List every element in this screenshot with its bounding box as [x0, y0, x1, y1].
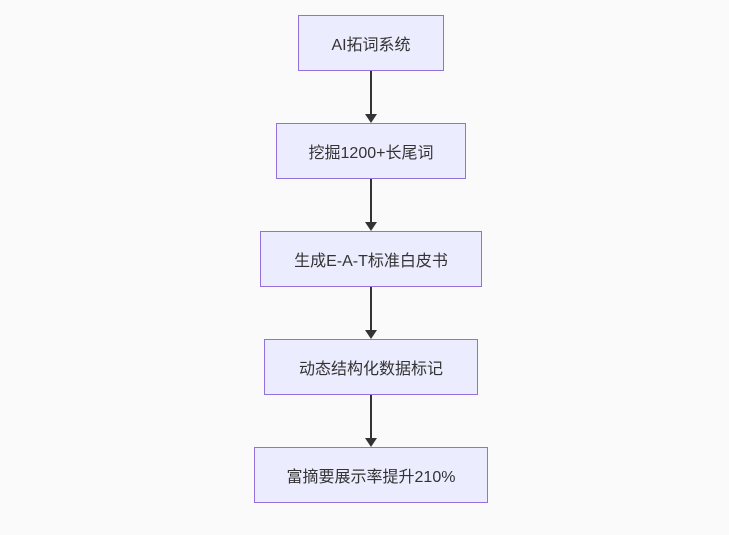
flow-node-dynamic-structured-data-markup: 动态结构化数据标记: [264, 339, 478, 395]
flow-node-mine-longtail-keywords: 挖掘1200+长尾词: [276, 123, 466, 179]
arrowhead-down-icon: [365, 438, 377, 447]
flow-node-ai-word-expansion-system: AI拓词系统: [298, 15, 444, 71]
arrow-line: [370, 71, 372, 114]
flow-arrow: [364, 395, 378, 447]
arrowhead-down-icon: [365, 222, 377, 231]
flow-arrow: [364, 179, 378, 231]
flow-node-generate-eat-whitepaper: 生成E-A-T标准白皮书: [260, 231, 482, 287]
arrowhead-down-icon: [365, 114, 377, 123]
flow-node-rich-snippet-rate-increase: 富摘要展示率提升210%: [254, 447, 488, 503]
arrowhead-down-icon: [365, 330, 377, 339]
flow-arrow: [364, 71, 378, 123]
flow-arrow: [364, 287, 378, 339]
arrow-line: [370, 287, 372, 330]
flowchart: AI拓词系统 挖掘1200+长尾词 生成E-A-T标准白皮书 动态结构化数据标记…: [254, 15, 488, 503]
arrow-line: [370, 395, 372, 438]
arrow-line: [370, 179, 372, 222]
